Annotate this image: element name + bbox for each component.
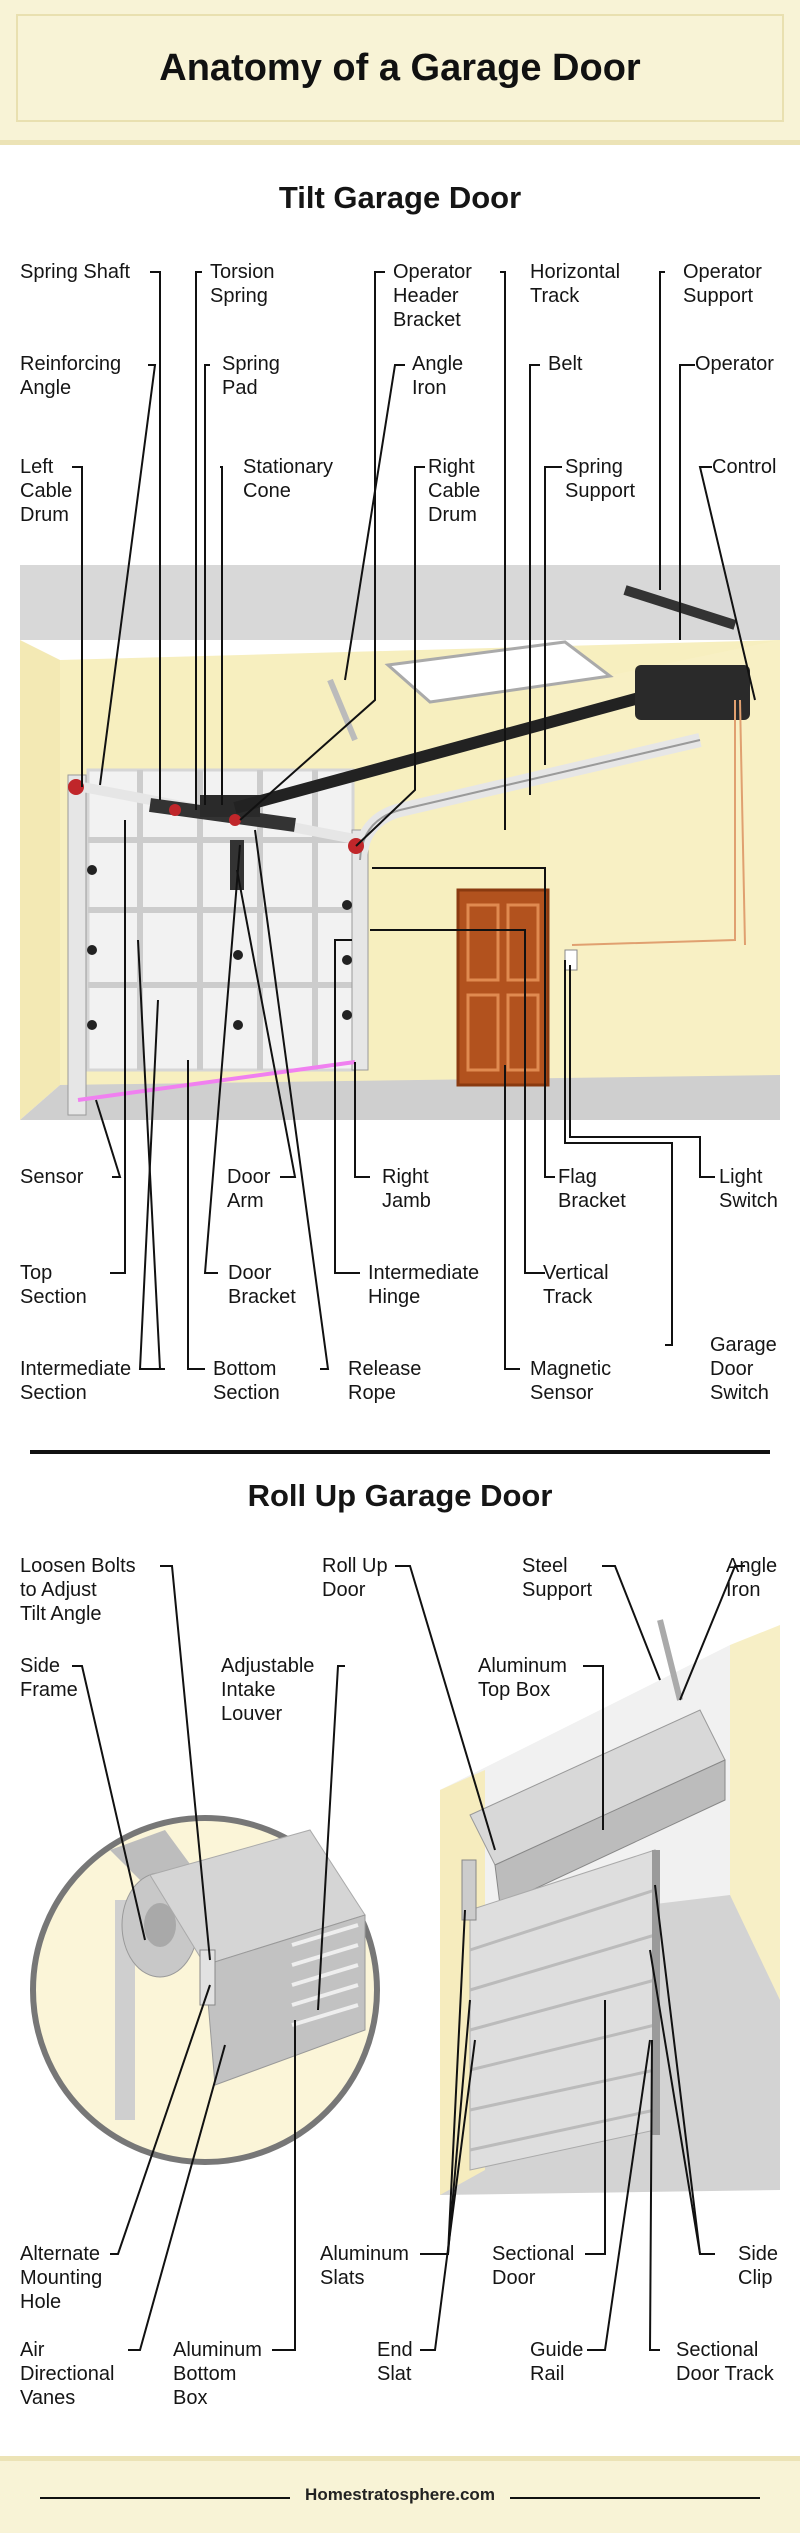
header-banner: Anatomy of a Garage Door <box>0 0 800 140</box>
page-title: Anatomy of a Garage Door <box>159 46 641 89</box>
right-vertical-track <box>351 829 369 1071</box>
label-steel-support: Steel Support <box>522 1555 593 1601</box>
label-sectional-door: Sectional Door <box>492 2243 575 2289</box>
label-intermediate-hinge: Intermediate Hinge <box>368 1262 480 1308</box>
label-left-cable-drum: Left Cable Drum <box>20 456 73 526</box>
label-operator-header-bracket: Operator Header Bracket <box>393 261 472 331</box>
label-light-switch: Light Switch <box>719 1166 778 1212</box>
label-side-frame: Side Frame <box>20 1655 78 1701</box>
label-bottom-section: Bottom Section <box>213 1358 280 1404</box>
detail-box-front <box>204 1914 366 2086</box>
label-roll-up-door: Roll Up Door <box>322 1555 388 1601</box>
label-operator: Operator <box>695 353 774 375</box>
label-aluminum-top-box: Aluminum Top Box <box>478 1655 567 1701</box>
slat-lines <box>469 1888 656 2152</box>
label-loosen-bolts: Loosen Bolts to Adjust Tilt Angle <box>20 1555 136 1625</box>
label-right-jamb: Right Jamb <box>382 1166 431 1212</box>
label-operator-support: Operator Support <box>683 261 762 307</box>
garage-door-operator <box>635 665 750 720</box>
detail-louver <box>291 1923 359 2027</box>
tilt-section-title: Tilt Garage Door <box>278 180 522 215</box>
label-top-section: Top Section <box>20 1262 87 1308</box>
label-sensor: Sensor <box>20 1166 84 1188</box>
label-stationary-cone: Stationary Cone <box>243 456 334 502</box>
header-frame: Anatomy of a Garage Door <box>16 14 784 122</box>
label-rollup-angle-iron: Angle Iron <box>726 1555 778 1601</box>
label-aluminum-slats: Aluminum Slats <box>320 2243 409 2289</box>
floor <box>20 1075 780 1120</box>
label-aluminum-bottom-box: Aluminum Bottom Box <box>173 2339 262 2409</box>
operator-rail <box>233 689 652 814</box>
label-end-slat: End Slat <box>377 2339 413 2385</box>
label-vertical-track: Vertical Track <box>543 1262 609 1308</box>
footer-banner: Homestratosphere.com <box>0 2456 800 2533</box>
left-cable-drum <box>68 779 84 795</box>
label-flag-bracket: Flag Bracket <box>558 1166 626 1212</box>
label-magnetic-sensor: Magnetic Sensor <box>530 1358 612 1404</box>
rollup-bracket <box>461 1859 477 1921</box>
label-reinforcing-angle: Reinforcing Angle <box>20 353 122 399</box>
right-wall <box>540 640 780 1090</box>
left-vertical-track <box>67 774 87 1116</box>
ceiling-surface <box>20 565 780 640</box>
label-release-rope: Release Rope <box>348 1358 422 1404</box>
footer-credit: Homestratosphere.com <box>305 2485 495 2504</box>
door-arm <box>230 840 244 890</box>
label-side-clip: Side Clip <box>738 2243 779 2289</box>
label-spring-support: Spring Support <box>565 456 636 502</box>
label-adjustable-intake-louver: Adjustable Intake Louver <box>221 1655 315 1725</box>
label-sectional-door-track: Sectional Door Track <box>676 2339 774 2385</box>
footer-rule-left <box>40 2497 290 2499</box>
tilt-leader-lines <box>72 271 756 1370</box>
section-divider <box>30 1450 770 1454</box>
rollup-steel-support <box>657 1619 683 1701</box>
label-angle-iron: Angle Iron <box>412 353 464 399</box>
label-guide-rail: Guide Rail <box>530 2339 584 2385</box>
label-torsion-spring: Torsion Spring <box>210 261 275 307</box>
label-alternate-mounting-hole: Alternate Mounting Hole <box>20 2243 103 2313</box>
label-air-directional-vanes: Air Directional Vanes <box>20 2339 115 2409</box>
stationary-cone <box>169 804 181 816</box>
left-wall <box>20 640 60 1120</box>
label-spring-pad: Spring Pad <box>222 353 280 399</box>
rollup-leader-lines <box>72 1565 745 2351</box>
label-spring-shaft: Spring Shaft <box>20 261 131 283</box>
label-right-cable-drum: Right Cable Drum <box>428 456 481 526</box>
header-rule <box>0 140 800 145</box>
rollup-section-title: Roll Up Garage Door <box>247 1478 553 1513</box>
label-horizontal-track: Horizontal Track <box>530 261 621 307</box>
label-intermediate-section: Intermediate Section <box>20 1358 132 1404</box>
angle-iron <box>327 678 358 742</box>
control-wire <box>739 699 746 946</box>
label-door-bracket: Door Bracket <box>228 1262 296 1308</box>
label-belt: Belt <box>548 353 583 375</box>
interior-door <box>456 888 550 1087</box>
footer-rule-right <box>510 2497 760 2499</box>
label-garage-door-switch: Garage Door Switch <box>710 1334 777 1404</box>
label-door-arm: Door Arm <box>227 1166 271 1212</box>
label-control: Control <box>712 456 777 478</box>
detail-bolt-plate <box>199 1949 216 2006</box>
